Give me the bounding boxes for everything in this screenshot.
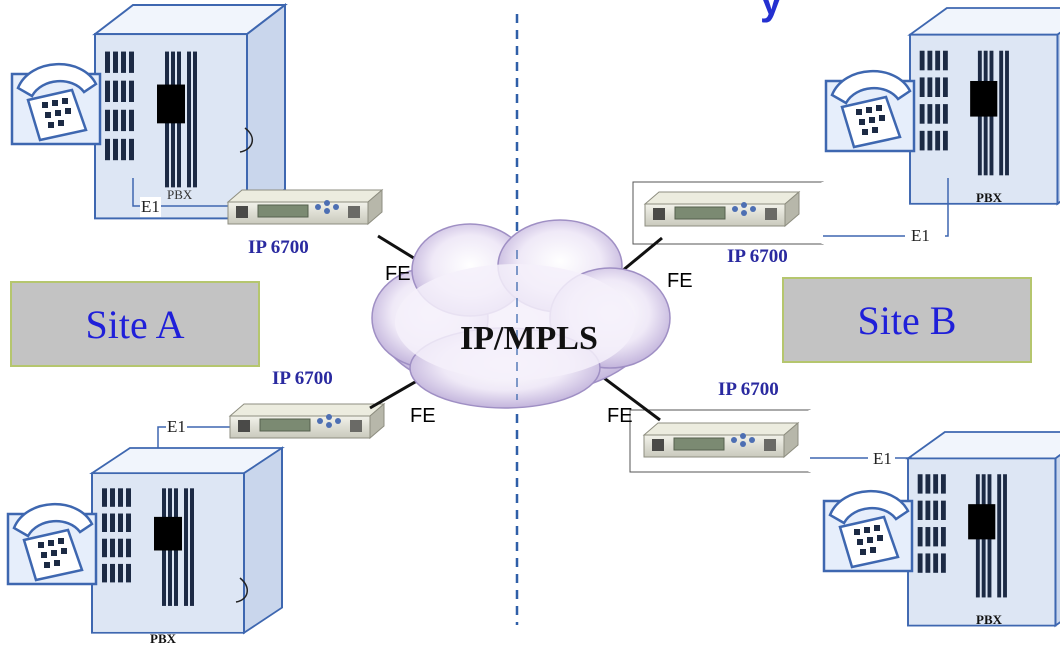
ip-mpls-cloud [371, 219, 671, 409]
device-top-left [227, 189, 383, 225]
phone-cord [235, 577, 248, 603]
fe-link-bottom-left [369, 376, 423, 410]
e1-label-bottom-right: E1 [872, 449, 893, 469]
e1-label-top-right: E1 [910, 226, 931, 246]
device-label-bottom-left: IP 6700 [272, 368, 333, 389]
cloud-label: IP/MPLS [460, 320, 598, 357]
e1-label-top-left: E1 [140, 197, 161, 217]
e1-link-bottom-left [157, 426, 230, 448]
pbx-server-top-right [909, 7, 1060, 205]
fe-label-top-left: FE [385, 263, 411, 285]
device-label-bottom-right: IP 6700 [718, 379, 779, 400]
pbx-server-bottom-left [91, 447, 283, 634]
title-fragment: y [760, 0, 783, 23]
phone-cord [239, 127, 254, 153]
fe-label-bottom-left: FE [410, 405, 436, 427]
site-a-box: Site A [10, 281, 260, 367]
device-label-top-right: IP 6700 [727, 246, 788, 267]
site-a-label: Site A [85, 301, 185, 347]
pbx-label-bottom-right: PBX [976, 612, 1002, 627]
device-bottom-right [643, 422, 799, 458]
pbx-label-bottom-left: PBX [150, 631, 176, 646]
pbx-label-top-right: PBX [976, 190, 1002, 205]
phone-top-left [10, 62, 102, 146]
pbx-label-top-left: PBX [167, 187, 193, 202]
fe-label-bottom-right: FE [607, 405, 633, 427]
fe-label-top-right: FE [667, 270, 693, 292]
site-b-label: Site B [857, 297, 957, 343]
phone-bottom-left [6, 502, 98, 586]
device-label-top-left: IP 6700 [248, 237, 309, 258]
phone-top-right [824, 69, 916, 153]
site-b-box: Site B [782, 277, 1032, 363]
e1-label-bottom-left: E1 [166, 417, 187, 437]
phone-bottom-right [822, 489, 914, 573]
device-bottom-left [229, 403, 385, 439]
pbx-server-bottom-right [907, 431, 1060, 627]
fe-link-bottom-right [603, 376, 661, 422]
device-top-right [644, 191, 800, 227]
